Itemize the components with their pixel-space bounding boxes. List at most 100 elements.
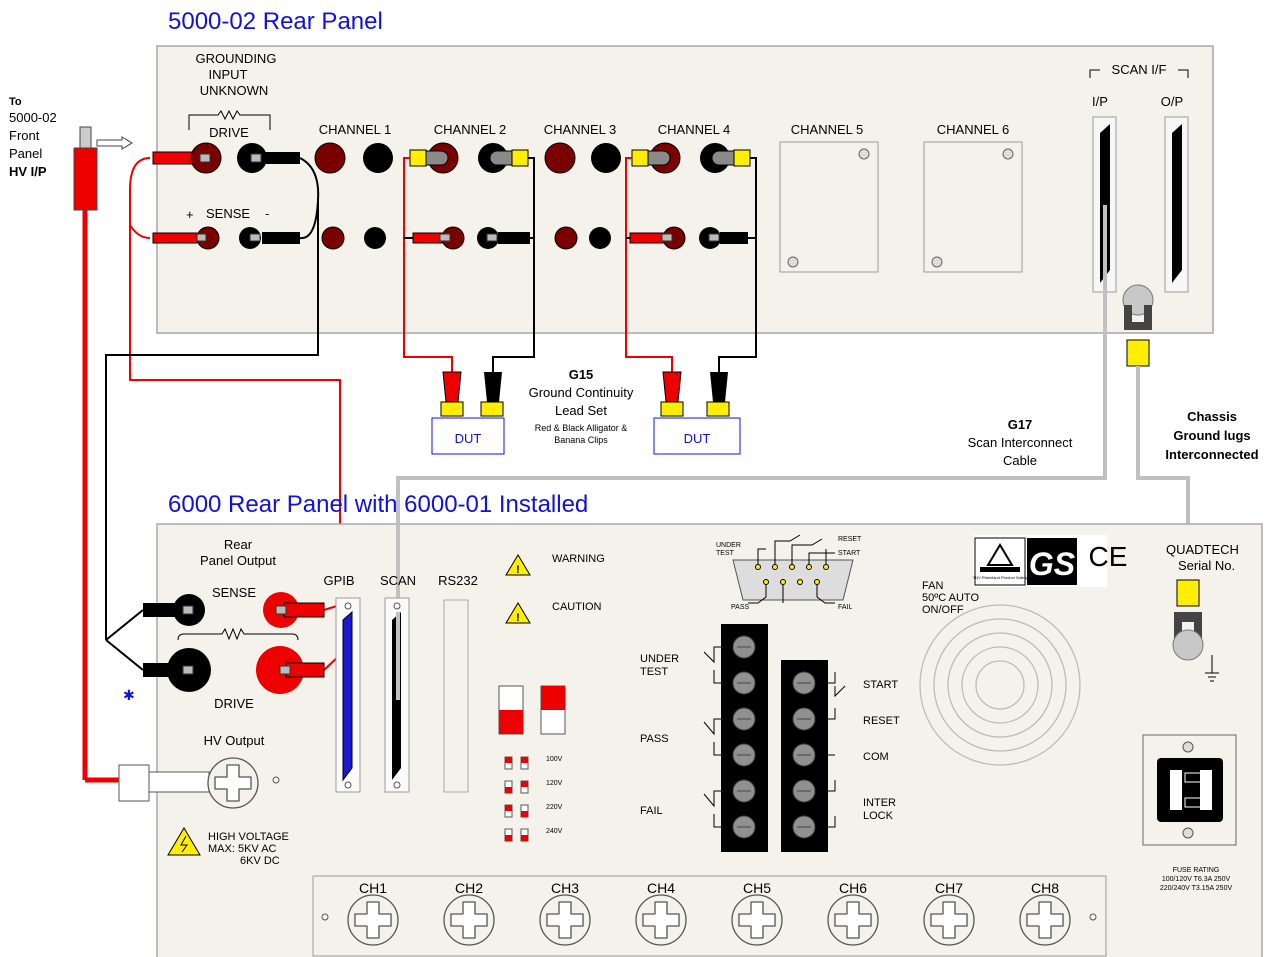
channel-output-label-2: CH2: [455, 880, 483, 896]
terminal-block-left: [721, 624, 768, 852]
voltage-dip-switches[interactable]: [504, 756, 529, 842]
g15-line2: Lead Set: [555, 403, 607, 418]
ch3-drive-red: [544, 142, 576, 174]
channel-output-strip: [312, 875, 1107, 957]
g15-line3: Red & Black Alligator &: [535, 423, 628, 433]
tb-lock: LOCK: [863, 810, 894, 822]
front-front-label: Front: [9, 128, 40, 143]
star-marker: ✱: [123, 687, 135, 703]
channel-1-label: CHANNEL 1: [319, 122, 391, 137]
channel-output-connector-4[interactable]: [635, 894, 687, 946]
ch1-drive-black: [363, 143, 393, 173]
channel-5-plate: [779, 141, 879, 273]
grounding-label-2: INPUT: [209, 67, 248, 82]
g17-line1: Scan Interconnect: [968, 435, 1073, 450]
rear-output-line2: Panel Output: [200, 553, 276, 568]
channel-output-label-7: CH7: [935, 880, 963, 896]
channel-4-label: CHANNEL 4: [658, 122, 730, 137]
top-panel-title: 5000-02 Rear Panel: [168, 8, 383, 35]
db9-fail: FAIL: [838, 604, 853, 611]
drive-red-wire: [129, 157, 341, 605]
g15-line1: Ground Continuity: [529, 385, 634, 400]
dut-left: [431, 417, 505, 455]
fan-line1: FAN: [922, 580, 943, 592]
scan-op-label: O/P: [1161, 94, 1183, 109]
channel-output-connector-3[interactable]: [539, 894, 591, 946]
grounding-label-3: UNKNOWN: [200, 83, 269, 98]
ch2-red-alligator: [425, 150, 449, 166]
front-panel-label: Panel: [9, 146, 42, 161]
db9-test: TEST: [716, 550, 735, 557]
g15-clips-left: [440, 371, 504, 417]
top-rear-panel: [156, 45, 1214, 334]
ch2-black-alligator: [489, 150, 513, 166]
rear-output-resistor: [177, 627, 299, 641]
scan-ip-label: I/P: [1092, 94, 1108, 109]
sense-minus-label: -: [265, 206, 269, 221]
db9-start: START: [838, 550, 861, 557]
warning-label: WARNING: [552, 553, 605, 565]
fuse-line2: 100/120V T6.3A 250V: [1162, 876, 1231, 883]
hv-warning-line1: HIGH VOLTAGE: [208, 831, 289, 843]
chassis-line1: Chassis: [1187, 409, 1237, 424]
fan-line3: ON/OFF: [922, 604, 964, 616]
channel-output-connector-8[interactable]: [1019, 894, 1071, 946]
ch1-drive-red: [314, 142, 346, 174]
channel-6-plate: [923, 141, 1023, 273]
hv-warning-line2: MAX: 5KV AC: [208, 843, 277, 855]
front-model-label: 5000-02: [9, 110, 57, 125]
channel-output-label-3: CH3: [551, 880, 579, 896]
channel-output-connector-7[interactable]: [923, 894, 975, 946]
g15-line4: Banana Clips: [554, 435, 608, 445]
sense-plus-label: +: [186, 207, 194, 222]
channel-3-label: CHANNEL 3: [544, 122, 616, 137]
db9-reset: RESET: [838, 536, 862, 543]
g17-code: G17: [1008, 417, 1033, 432]
top-drive-label: DRIVE: [209, 125, 249, 140]
rear-output-line1: Rear: [224, 537, 253, 552]
dut-right-label: DUT: [684, 431, 711, 446]
gpib-label: GPIB: [323, 573, 354, 588]
db9-pass: PASS: [731, 604, 749, 611]
volt-100: 100V: [546, 756, 563, 763]
drive-black-wire: [105, 200, 319, 640]
channel-output-connector-6[interactable]: [827, 894, 879, 946]
caution-icon: [505, 602, 531, 624]
fan-grille: [919, 604, 1081, 766]
dut-left-label: DUT: [455, 431, 482, 446]
tb-test: TEST: [640, 666, 668, 678]
fuse-line3: 220/240V T3.15A 250V: [1160, 885, 1233, 892]
chassis-line2: Ground lugs: [1173, 428, 1250, 443]
channel-output-label-6: CH6: [839, 880, 867, 896]
front-to-label: To: [9, 96, 22, 108]
dut-right: [653, 417, 741, 455]
channel-output-connector-2[interactable]: [443, 894, 495, 946]
tb-under: UNDER: [640, 653, 679, 665]
tb-reset: RESET: [863, 715, 900, 727]
tb-pass: PASS: [640, 733, 669, 745]
g15-code: G15: [569, 367, 594, 382]
tb-com: COM: [863, 751, 889, 763]
tb-inter: INTER: [863, 797, 896, 809]
hv-warning-line3: 6KV DC: [240, 855, 280, 867]
svg-text:!: !: [516, 612, 520, 624]
svg-text:!: !: [516, 564, 520, 576]
channel-output-label-4: CH4: [647, 880, 675, 896]
front-hvip-label: HV I/P: [9, 164, 47, 179]
warning-icon: [505, 554, 531, 576]
high-voltage-icon: [167, 827, 201, 856]
channel-output-label-5: CH5: [743, 880, 771, 896]
rear-drive-label: DRIVE: [214, 696, 254, 711]
grounding-resistor: [188, 109, 271, 130]
channel-output-connector-1[interactable]: [347, 894, 399, 946]
channel-6-label: CHANNEL 6: [937, 122, 1009, 137]
chassis-lug-top: [1124, 305, 1152, 330]
volt-120: 120V: [546, 780, 563, 787]
db9-under: UNDER: [716, 542, 741, 549]
scan-label: SCAN: [380, 573, 416, 588]
bottom-panel-title: 6000 Rear Panel with 6000-01 Installed: [168, 491, 588, 518]
db9-connector: [732, 534, 854, 604]
channel-output-connector-5[interactable]: [731, 894, 783, 946]
